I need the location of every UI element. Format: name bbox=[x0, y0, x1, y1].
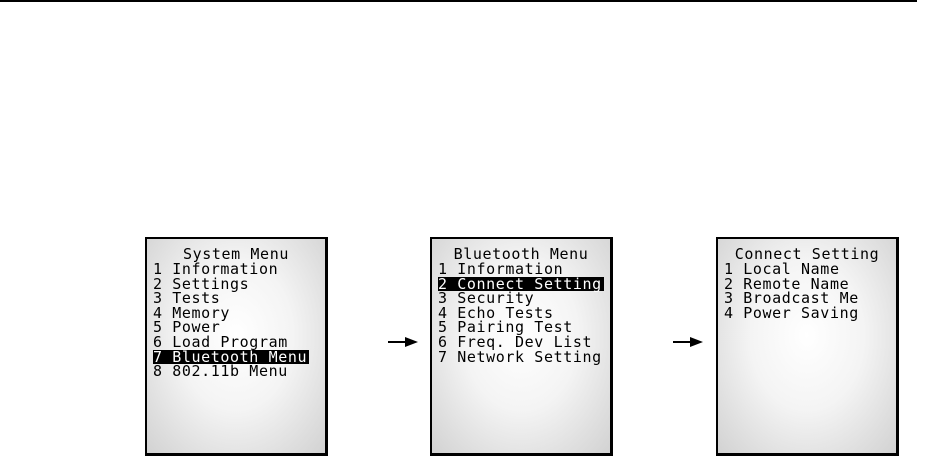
menu-item-tests[interactable]: 3 Tests bbox=[153, 289, 221, 308]
menu-item-echo-tests[interactable]: 4 Echo Tests bbox=[438, 303, 554, 322]
menu-list: 1 Information 2 Settings 3 Tests 4 Memor… bbox=[153, 260, 310, 381]
bluetooth-menu-screen: Bluetooth Menu 1 Information 2 Connect S… bbox=[430, 237, 613, 456]
menu-item-pairing-test[interactable]: 5 Pairing Test bbox=[438, 318, 573, 337]
menu-item-load-program[interactable]: 6 Load Program bbox=[153, 332, 288, 351]
menu-item-802-11b-menu[interactable]: 8 802.11b Menu bbox=[153, 362, 288, 381]
arrow-right-icon bbox=[388, 337, 418, 347]
arrow-right-icon bbox=[673, 337, 703, 347]
menu-item-memory[interactable]: 4 Memory bbox=[153, 303, 231, 322]
menu-item-security[interactable]: 3 Security bbox=[438, 289, 535, 308]
menu-item-broadcast-me[interactable]: 3 Broadcast Me bbox=[724, 289, 859, 308]
menu-item-freq-dev-list[interactable]: 6 Freq. Dev List bbox=[438, 332, 593, 351]
screen-title: Connect Setting bbox=[734, 245, 880, 263]
menu-item-information[interactable]: 1 Information bbox=[438, 260, 564, 278]
menu-item-power-saving[interactable]: 4 Power Saving bbox=[724, 303, 859, 322]
menu-list: 1 Information 2 Connect Setting 3 Securi… bbox=[438, 262, 604, 364]
system-menu-screen: System Menu 1 Information 2 Settings 3 T… bbox=[145, 237, 328, 456]
menu-item-bluetooth-menu[interactable]: 7 Bluetooth Menu bbox=[153, 347, 310, 366]
menu-item-power[interactable]: 5 Power bbox=[153, 318, 221, 337]
menu-item-remote-name[interactable]: 2 Remote Name bbox=[724, 274, 850, 293]
menu-item-connect-setting[interactable]: 2 Connect Setting bbox=[438, 274, 604, 293]
screen-title: Bluetooth Menu bbox=[453, 245, 589, 263]
menu-item-local-name[interactable]: 1 Local Name bbox=[724, 260, 840, 278]
screen-title: System Menu bbox=[183, 245, 289, 263]
menu-item-information[interactable]: 1 Information bbox=[153, 260, 279, 278]
menu-item-settings[interactable]: 2 Settings bbox=[153, 274, 250, 293]
menu-item-network-setting[interactable]: 7 Network Setting bbox=[438, 347, 602, 366]
top-divider bbox=[0, 0, 917, 2]
menu-list: 1 Local Name 2 Remote Name 3 Broadcast M… bbox=[724, 262, 861, 320]
connect-setting-screen: Connect Setting 1 Local Name 2 Remote Na… bbox=[716, 237, 899, 456]
